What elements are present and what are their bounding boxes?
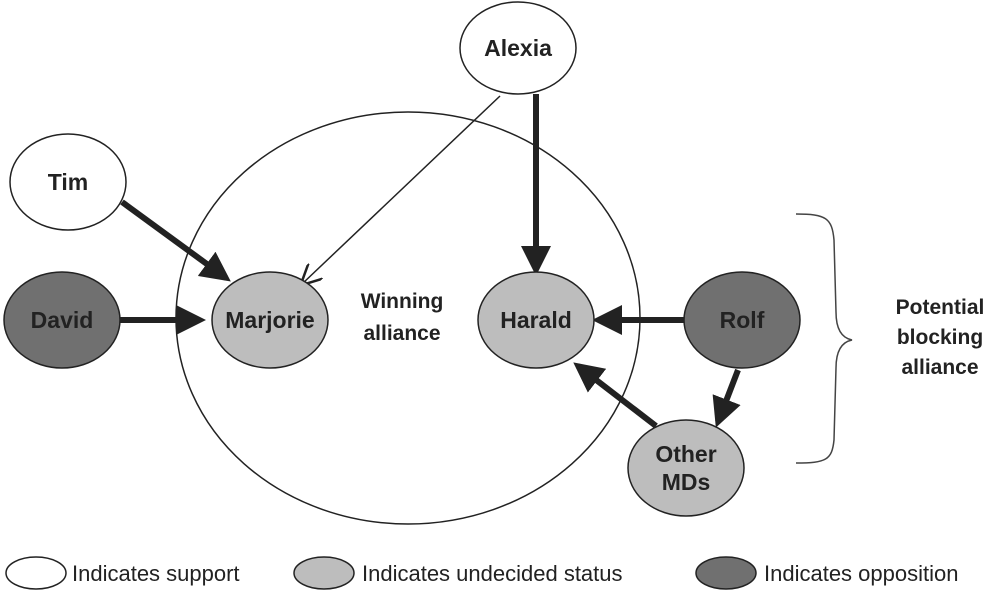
legend-support: Indicates support bbox=[5, 556, 240, 590]
arrow-rolf-to-other-mds bbox=[712, 368, 741, 428]
legend-undecided-label: Indicates undecided status bbox=[362, 561, 623, 586]
node-harald-label: Harald bbox=[500, 307, 572, 333]
node-david-label: David bbox=[31, 307, 94, 333]
node-rolf: Rolf bbox=[683, 271, 801, 369]
blocking-alliance-label: Potential blocking alliance bbox=[896, 296, 985, 379]
arrow-other-mds-to-harald bbox=[573, 362, 658, 429]
legend-opposition-swatch bbox=[695, 556, 757, 590]
blocking-alliance-bracket bbox=[795, 213, 853, 464]
legend-support-swatch bbox=[5, 556, 67, 590]
node-david: David bbox=[3, 271, 121, 369]
legend-support-label: Indicates support bbox=[72, 561, 240, 586]
blocking-alliance-line1: Potential bbox=[896, 296, 985, 319]
arrow-alexia-to-marjorie bbox=[302, 95, 501, 284]
winning-alliance-line2: alliance bbox=[363, 322, 440, 345]
node-harald: Harald bbox=[477, 271, 595, 369]
node-marjorie: Marjorie bbox=[211, 271, 329, 369]
node-other-mds-label-line1: Other bbox=[655, 441, 716, 467]
blocking-alliance-line2: blocking bbox=[897, 326, 983, 349]
node-other-mds-label-line2: MDs bbox=[662, 469, 711, 495]
arrow-tim-to-marjorie bbox=[120, 199, 231, 282]
legend-undecided: Indicates undecided status bbox=[293, 556, 623, 590]
node-rolf-label: Rolf bbox=[720, 307, 765, 333]
node-marjorie-label: Marjorie bbox=[225, 307, 314, 333]
legend: Indicates support Indicates undecided st… bbox=[5, 556, 958, 590]
legend-undecided-swatch bbox=[293, 556, 355, 590]
node-alexia-label: Alexia bbox=[484, 35, 552, 61]
node-other-mds: Other MDs bbox=[627, 419, 745, 517]
node-alexia: Alexia bbox=[459, 1, 577, 95]
legend-opposition-label: Indicates opposition bbox=[764, 561, 958, 586]
legend-opposition: Indicates opposition bbox=[695, 556, 958, 590]
node-tim: Tim bbox=[9, 133, 127, 231]
winning-alliance-line1: Winning bbox=[361, 290, 444, 313]
node-tim-label: Tim bbox=[48, 169, 88, 195]
blocking-alliance-line3: alliance bbox=[901, 356, 978, 379]
winning-alliance-label: Winning alliance bbox=[361, 290, 444, 345]
